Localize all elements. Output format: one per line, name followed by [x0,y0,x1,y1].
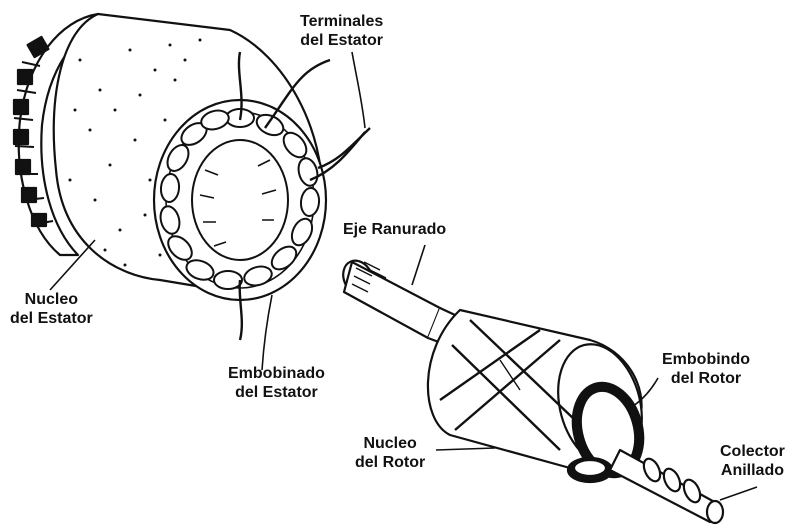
label-rotor-winding: Embobindo del Rotor [662,350,750,388]
label-rotor-winding-line1: Embobindo [662,350,750,369]
label-slip-rings-line1: Colector [720,442,785,461]
label-slip-rings: Colector Anillado [720,442,785,480]
label-stator-winding-line1: Embobinado [228,364,325,383]
stator-bore [192,140,288,260]
label-slip-rings-line2: Anillado [720,461,785,480]
label-rotor-core-line1: Nucleo [355,434,425,453]
leader-eje [412,245,425,285]
label-stator-winding: Embobinado del Estator [228,364,325,402]
leader-nucleo-rotor [436,448,495,450]
rotor-assembly [338,256,723,523]
label-stator-core-line1: Nucleo [10,290,93,309]
leader-colector [720,487,757,500]
label-stator-terminals-line1: Terminales [300,12,383,31]
label-rotor-core-line2: del Rotor [355,453,425,472]
slip-ring-shaft [610,450,723,523]
leader-terminales [352,52,365,128]
label-rotor-core: Nucleo del Rotor [355,434,425,472]
label-stator-core-line2: del Estator [10,309,93,328]
label-rotor-winding-line2: del Rotor [662,369,750,388]
label-stator-core: Nucleo del Estator [10,290,93,328]
leader-embobinado-estator [262,295,272,370]
label-splined-shaft-line1: Eje Ranurado [343,220,446,239]
label-stator-terminals: Terminales del Estator [300,12,383,50]
label-stator-winding-line2: del Estator [228,383,325,402]
label-splined-shaft: Eje Ranurado [343,220,446,239]
label-stator-terminals-line2: del Estator [300,31,383,50]
